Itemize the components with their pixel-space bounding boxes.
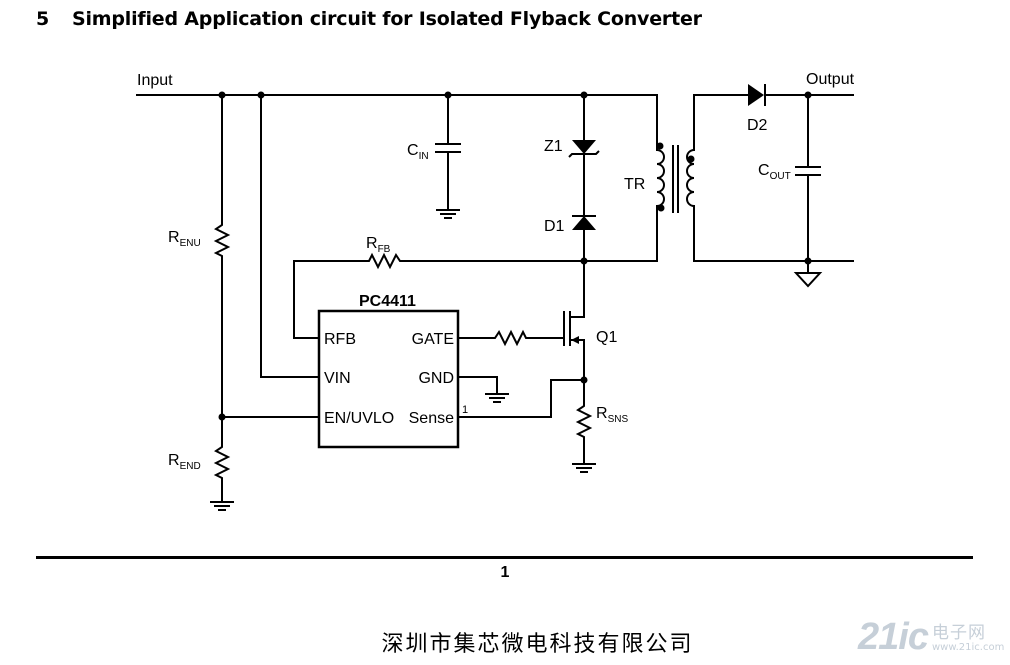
tr-primary-coil (655, 148, 665, 208)
d1-label: D1 (544, 218, 565, 235)
rend-label: REND (168, 452, 201, 472)
gate-resistor (491, 329, 529, 347)
z1-label: Z1 (544, 138, 563, 155)
ground-icon (436, 209, 460, 219)
rsns-resistor (575, 403, 593, 463)
flyback-schematic: Input Output CIN COUT RENU REND RFB RSNS… (136, 71, 855, 511)
footer-divider (36, 556, 973, 559)
ground-icon (485, 393, 509, 403)
renu-resistor (213, 221, 231, 259)
tr-secondary-top (693, 94, 749, 151)
ground-icon (210, 500, 234, 511)
sense-wire (457, 379, 585, 418)
watermark-logo: 21ic 电子网 www.21ic.com (858, 612, 1008, 662)
tr-primary-dot-bottom-icon (657, 204, 665, 212)
isolated-ground-icon (793, 272, 823, 288)
d2-diode-icon (748, 84, 764, 106)
rfb-resistor (366, 252, 404, 270)
z1-zener-icon (572, 140, 596, 154)
tr-label: TR (624, 176, 645, 193)
ic-pin-vin: VIN (324, 370, 351, 387)
ic-name: PC4411 (359, 293, 416, 310)
d1-diode-icon (572, 216, 596, 230)
pin1-marker: 1 (462, 404, 468, 416)
ground-icon (572, 463, 596, 473)
input-label: Input (137, 72, 173, 89)
vin-wire (260, 94, 320, 378)
renu-label: RENU (168, 229, 201, 249)
ic-pin-enuvlo: EN/UVLO (324, 410, 394, 427)
ic-pin-sense: Sense (409, 410, 454, 427)
watermark-brand: 21ic (858, 616, 929, 658)
output-label: Output (806, 71, 855, 88)
rfb-label: RFB (366, 235, 391, 255)
q1-drain-wire (569, 260, 585, 318)
rsns-label: RSNS (596, 405, 628, 425)
ground-symbols (210, 209, 596, 511)
secondary-return-rail (693, 205, 854, 262)
section-heading: 5 Simplified Application circuit for Isol… (36, 8, 702, 30)
section-number: 5 (36, 8, 50, 30)
tr-primary-dot-icon (656, 142, 664, 150)
junction-dots (218, 91, 812, 421)
cout-label: COUT (758, 162, 791, 182)
q1-source-wire (569, 339, 585, 405)
q1-label: Q1 (596, 329, 617, 346)
gnd-pin-wire (457, 376, 498, 393)
page-number: 1 (500, 564, 510, 581)
d2-label: D2 (747, 117, 768, 134)
z1-zener-bar (568, 150, 600, 158)
ic-pin-rfb: RFB (324, 331, 356, 348)
company-name: 深圳市集芯微电科技有限公司 (381, 632, 694, 657)
rend-resistor (213, 443, 231, 481)
rfb-wire-left (293, 260, 368, 339)
section-title: Simplified Application circuit for Isola… (72, 8, 702, 30)
watermark-url: www.21ic.com (932, 642, 1005, 653)
ic-body (317, 309, 460, 449)
tr-secondary-dot-icon (687, 155, 695, 163)
ic-pin-gate: GATE (412, 331, 454, 348)
cin-label: CIN (407, 142, 429, 162)
watermark-cn: 电子网 (932, 623, 986, 643)
q1-arrow-icon (571, 336, 579, 344)
ic-pin-gnd: GND (418, 370, 454, 387)
